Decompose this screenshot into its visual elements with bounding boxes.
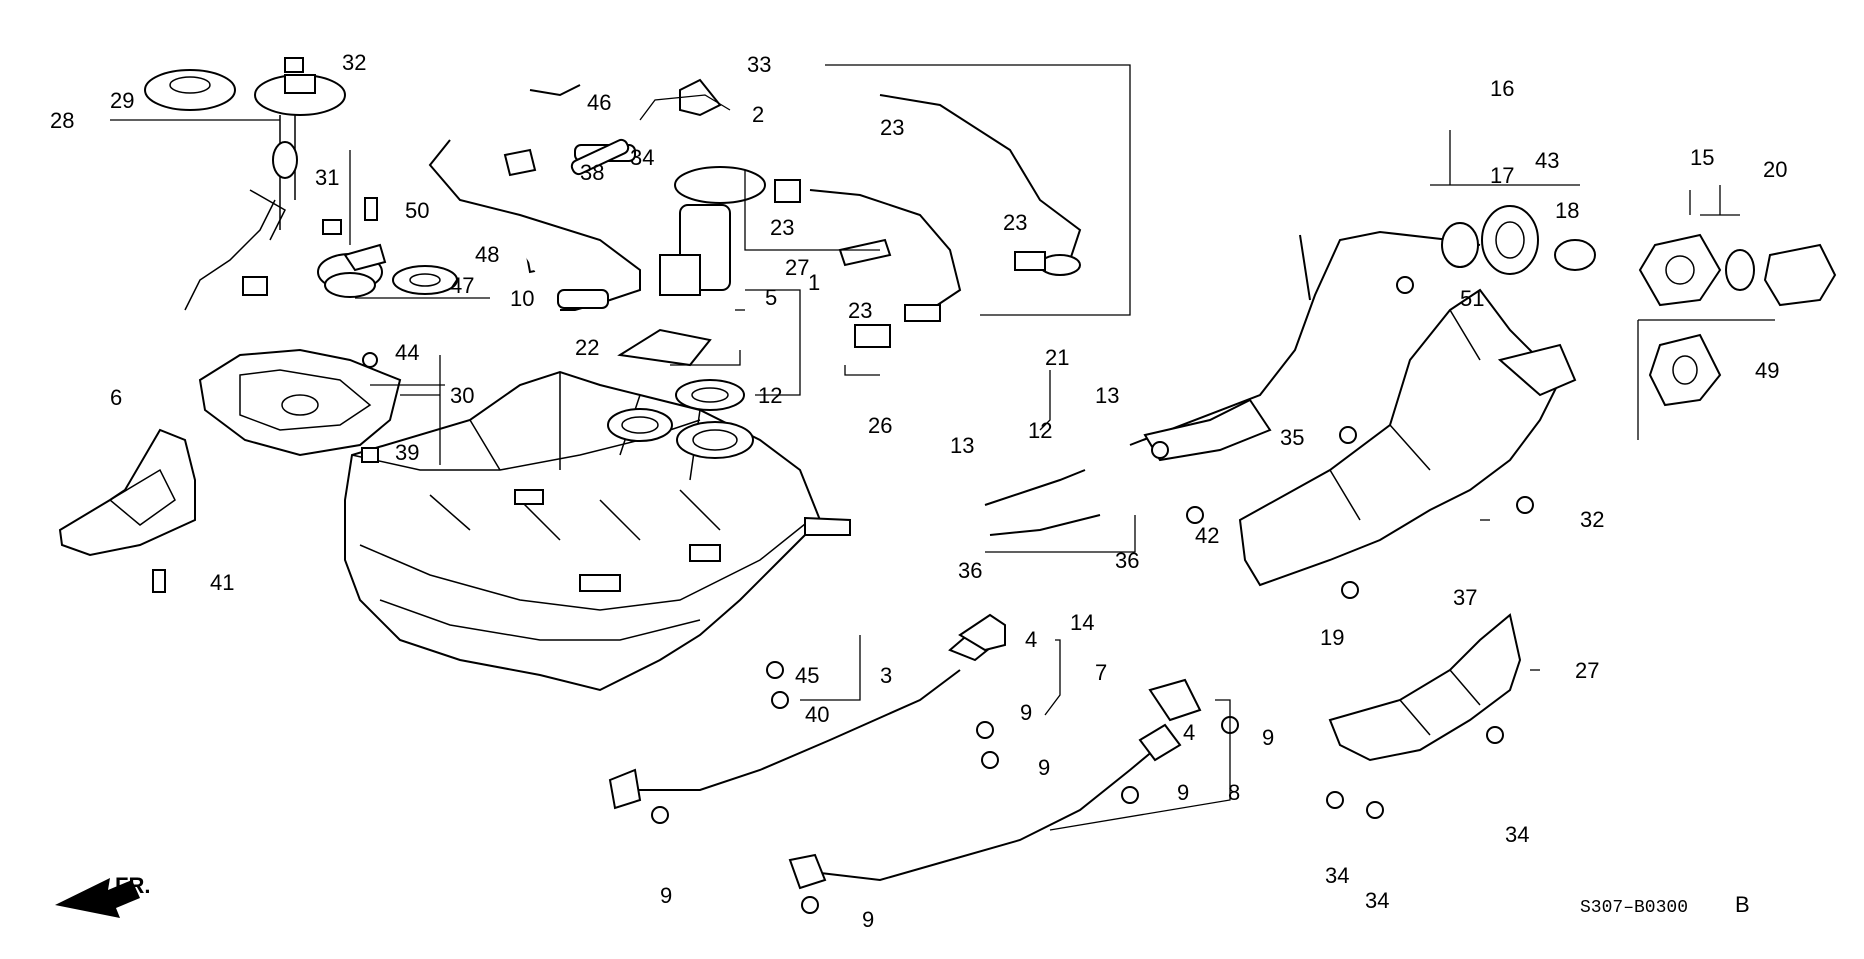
hose-24-25: [774, 179, 962, 348]
fuel-gauge-sending-unit: [144, 69, 346, 311]
sending-unit-cover-29: [198, 348, 402, 457]
callout-18: 18: [1555, 198, 1579, 223]
tank-strap-7: [608, 613, 1006, 810]
callout-25: 27: [785, 255, 809, 280]
callout-38: 38: [580, 160, 604, 185]
callout-1: 1: [808, 270, 820, 295]
callout-46: 46: [587, 90, 611, 115]
callout-23d: 23: [1003, 210, 1027, 235]
callout-34b: 34: [1365, 888, 1389, 913]
filler-neck-16-17-18: [1481, 205, 1596, 275]
callout-32a: 32: [342, 50, 366, 75]
bracket-6: [58, 428, 196, 557]
callout-41: 41: [210, 570, 234, 595]
callout-24: 26: [868, 413, 892, 438]
callout-9f: 9: [862, 907, 874, 932]
diagram-code: S307–B0300 B: [1580, 892, 1750, 918]
callout-35: 35: [1280, 425, 1304, 450]
callout-36b: 36: [1115, 548, 1139, 573]
vapor-line-21: [879, 94, 1082, 276]
callouts: 28 29 32 31 50 48 47 10 44 30 39 6 41 46…: [50, 50, 1787, 932]
callout-12: 12: [1028, 418, 1052, 443]
callout-20: 20: [1763, 157, 1787, 182]
callout-6: 6: [110, 385, 122, 410]
callout-14: 14: [1070, 610, 1094, 635]
callout-51: 51: [1460, 286, 1484, 311]
bolts-9: [651, 276, 1534, 914]
callout-27: 28: [50, 108, 74, 133]
callout-7: 7: [1095, 660, 1107, 685]
callout-39: 39: [395, 440, 419, 465]
callout-40: 40: [805, 702, 829, 727]
callout-37: 37: [1453, 585, 1477, 610]
callout-4b: 4: [1183, 720, 1195, 745]
callout-22: 22: [575, 335, 599, 360]
callout-5: 5: [765, 285, 777, 310]
callout-45: 45: [795, 663, 819, 688]
front-label: FR.: [115, 873, 150, 898]
callout-23c: 23: [848, 298, 872, 323]
callout-23b: 23: [770, 215, 794, 240]
callout-17: 17: [1490, 163, 1514, 188]
shield-26: [1328, 613, 1522, 762]
fuel-pump-1: [617, 166, 766, 411]
callout-50: 50: [405, 198, 429, 223]
hoses-12-14: [984, 469, 1101, 536]
callout-42: 42: [1195, 523, 1219, 548]
leader-lines: [110, 64, 1775, 831]
tank-strap-8: [788, 678, 1202, 890]
callout-13b: 13: [1095, 383, 1119, 408]
callout-29: 30: [450, 383, 474, 408]
callout-34a: 34: [1505, 822, 1529, 847]
callout-8: 8: [1228, 780, 1240, 805]
clips-2-38: [503, 78, 722, 177]
callout-16: 16: [1490, 76, 1514, 101]
callout-44: 44: [395, 340, 419, 365]
callout-9a: 9: [1020, 700, 1032, 725]
diagram-code-text: S307–B0300: [1580, 898, 1688, 918]
callout-36a: 36: [958, 558, 982, 583]
fuel-filler-pipe: [1129, 222, 1481, 462]
filler-housing-15-20-49: [1638, 233, 1837, 407]
callout-49: 49: [1755, 358, 1779, 383]
left-fasteners: [152, 57, 379, 593]
callout-9b: 9: [1038, 755, 1050, 780]
callout-26: 27: [1575, 658, 1599, 683]
callout-30: 31: [315, 165, 339, 190]
callout-9d: 9: [1177, 780, 1189, 805]
callout-10: 10: [510, 286, 534, 311]
callout-43: 43: [1535, 148, 1559, 173]
callout-13a: 13: [950, 433, 974, 458]
callout-15: 15: [1690, 145, 1714, 170]
callout-4a: 4: [1025, 627, 1037, 652]
callout-48: 48: [475, 242, 499, 267]
hose-46: [570, 138, 630, 176]
splash-guard-19: [1238, 288, 1577, 587]
fuel-tank: [344, 370, 851, 692]
diagram-code-suffix: B: [1735, 892, 1750, 917]
callout-31: 32: [1580, 507, 1604, 532]
callout-23a: 23: [880, 115, 904, 140]
callout-11: 12: [758, 383, 782, 408]
callout-21: 21: [1045, 345, 1069, 370]
callout-2: 2: [752, 102, 764, 127]
callout-3: 3: [880, 663, 892, 688]
callout-19: 19: [1320, 625, 1344, 650]
callout-33: 34: [1325, 863, 1349, 888]
front-arrow-icon: FR.: [55, 873, 150, 918]
callout-9c: 9: [1262, 725, 1274, 750]
callout-47: 47: [450, 273, 474, 298]
callout-28: 29: [110, 88, 134, 113]
callout-32c: 34: [630, 145, 654, 170]
callout-9e: 9: [660, 883, 672, 908]
callout-32b: 33: [747, 52, 771, 77]
